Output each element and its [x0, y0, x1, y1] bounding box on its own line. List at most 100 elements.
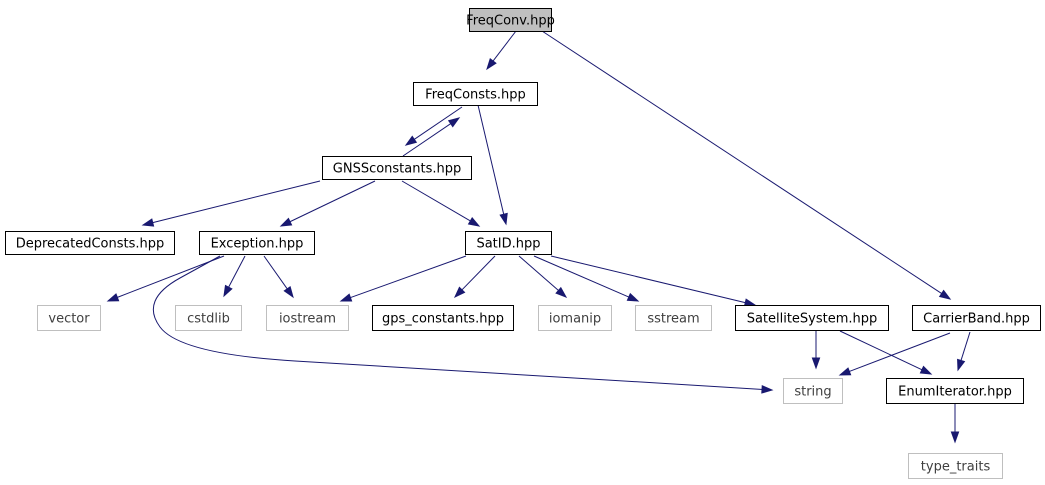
node-freqconv[interactable]: FreqConv.hpp	[466, 8, 555, 32]
node-satid[interactable]: SatID.hpp	[465, 231, 552, 255]
arrow-head-icon	[957, 358, 966, 372]
edge-line	[839, 330, 924, 371]
arrow-head-icon	[499, 212, 508, 226]
arrow-head-icon	[453, 286, 466, 299]
node-box	[5, 231, 175, 255]
arrow-head-icon	[626, 292, 640, 302]
arrow-head-icon	[950, 431, 960, 444]
edge-exception-to-vector	[106, 255, 225, 302]
edge-satid-to-iomanip	[518, 255, 568, 298]
node-box	[413, 82, 538, 106]
node-sstream: sstream	[635, 305, 712, 331]
arrow-head-icon	[447, 117, 461, 128]
node-label: SatID.hpp	[476, 237, 540, 252]
edge-line	[460, 255, 496, 291]
node-gnssconstants[interactable]: GNSSconstants.hpp	[322, 156, 472, 180]
edge-line	[518, 255, 560, 292]
node-box	[37, 305, 101, 331]
node-box	[266, 305, 349, 331]
edge-gnssconstants-to-freqconsts	[402, 117, 461, 157]
edge-gnssconstants-to-exception	[279, 180, 376, 227]
arrow-head-icon	[106, 293, 120, 302]
edge-satid-to-sstream	[533, 255, 640, 302]
edge-exception-to-cstdlib	[223, 255, 246, 298]
node-box	[635, 305, 712, 331]
node-box	[735, 305, 889, 331]
edge-line	[960, 331, 971, 362]
node-carrierband[interactable]: CarrierBand.hpp	[912, 305, 1041, 331]
edge-freqconv-to-freqconsts	[486, 30, 517, 71]
edge-line	[477, 104, 505, 216]
edge-line	[152, 255, 764, 390]
node-box	[465, 231, 552, 255]
edge-line	[402, 122, 452, 157]
edge-line	[492, 30, 517, 63]
edge-line	[227, 255, 246, 289]
edge-line	[401, 180, 472, 222]
node-label: DeprecatedConsts.hpp	[16, 237, 165, 252]
node-box	[469, 8, 552, 32]
node-label: type_traits	[921, 460, 991, 475]
edges-layer	[106, 30, 971, 444]
node-label: sstream	[647, 312, 699, 327]
node-vector: vector	[37, 305, 101, 331]
edge-exception-to-string	[152, 255, 774, 394]
node-enumiterator[interactable]: EnumIterator.hpp	[886, 378, 1024, 404]
arrow-head-icon	[339, 293, 353, 302]
arrow-head-icon	[838, 367, 852, 376]
arrow-head-icon	[283, 285, 294, 299]
arrow-head-icon	[811, 357, 821, 370]
arrow-head-icon	[404, 135, 418, 146]
nodes-layer: FreqConv.hppFreqConsts.hppGNSSconstants.…	[5, 8, 1041, 479]
edge-line	[533, 255, 630, 298]
arrow-head-icon	[223, 284, 233, 298]
node-label: EnumIterator.hpp	[898, 385, 1012, 400]
node-box	[322, 156, 472, 180]
node-label: CarrierBand.hpp	[923, 312, 1030, 327]
edge-gnssconstants-to-satid	[401, 180, 481, 227]
edge-exception-to-iostream	[263, 255, 294, 299]
edge-line	[550, 255, 747, 304]
edge-enumiterator-to-type_traits	[950, 403, 960, 444]
arrow-head-icon	[938, 289, 952, 300]
edge-satid-to-iostream	[339, 255, 467, 302]
node-deprecatedconsts[interactable]: DeprecatedConsts.hpp	[5, 231, 175, 255]
node-box	[783, 378, 843, 404]
arrow-head-icon	[279, 217, 293, 227]
edge-line	[413, 106, 463, 141]
node-box	[538, 305, 612, 331]
node-box	[372, 305, 514, 331]
arrow-head-icon	[486, 58, 497, 71]
arrow-head-icon	[919, 365, 933, 375]
node-label: vector	[48, 312, 90, 327]
edge-satellitesystem-to-enumiterator	[839, 330, 933, 375]
edge-line	[151, 180, 321, 224]
node-box	[886, 378, 1024, 404]
node-label: GNSSconstants.hpp	[333, 162, 461, 177]
node-freqconsts[interactable]: FreqConsts.hpp	[413, 82, 538, 106]
edge-line	[349, 255, 467, 299]
node-label: FreqConsts.hpp	[425, 88, 526, 103]
node-box	[175, 305, 242, 331]
node-gps_constants[interactable]: gps_constants.hpp	[372, 305, 514, 331]
edge-line	[848, 332, 951, 373]
node-box	[908, 453, 1003, 479]
edge-line	[541, 30, 943, 295]
node-label: Exception.hpp	[211, 237, 304, 252]
node-satellitesystem[interactable]: SatelliteSystem.hpp	[735, 305, 889, 331]
node-string: string	[783, 378, 843, 404]
edge-line	[116, 255, 225, 299]
node-label: FreqConv.hpp	[466, 14, 555, 29]
edge-freqconsts-to-satid	[477, 104, 508, 226]
arrow-head-icon	[141, 218, 155, 227]
node-label: iomanip	[549, 312, 601, 327]
edge-satellitesystem-to-string	[811, 330, 821, 370]
node-exception[interactable]: Exception.hpp	[199, 231, 315, 255]
arrow-head-icon	[555, 286, 568, 298]
node-iostream: iostream	[266, 305, 349, 331]
arrow-head-icon	[761, 385, 774, 394]
arrow-head-icon	[467, 216, 481, 227]
node-label: SatelliteSystem.hpp	[747, 312, 878, 327]
edge-satid-to-satellitesystem	[550, 255, 757, 307]
